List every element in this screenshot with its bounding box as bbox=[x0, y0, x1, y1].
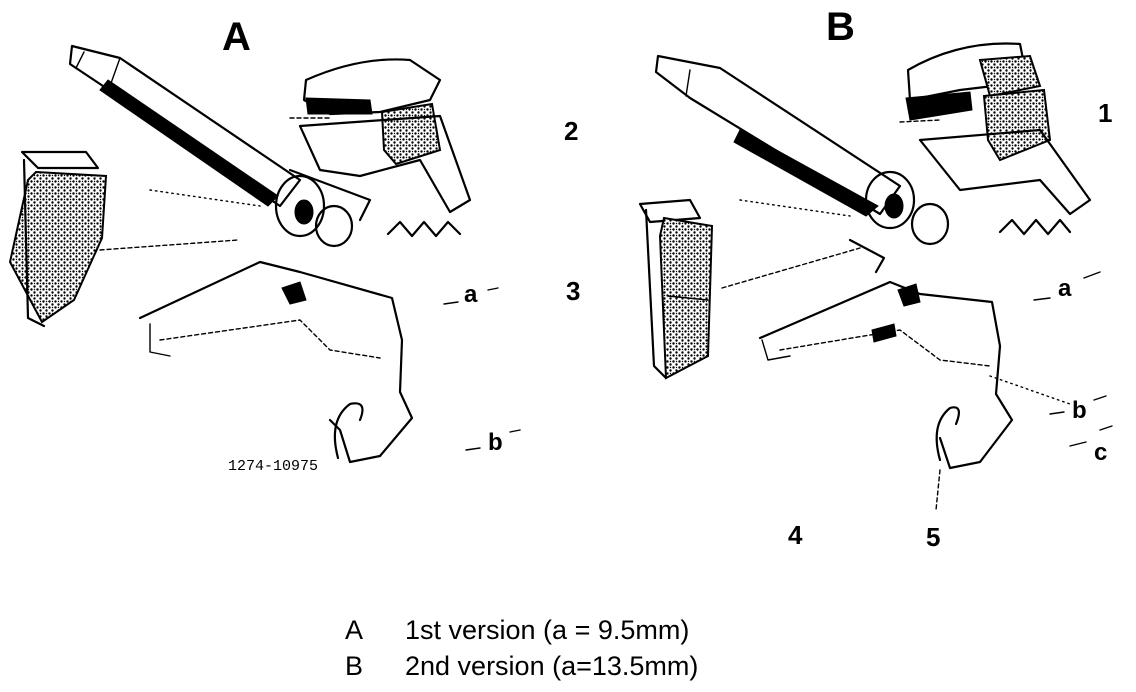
panel-a-caliper bbox=[289, 58, 472, 238]
panel-a-bracket bbox=[138, 260, 414, 464]
dimension-b-left-ticks bbox=[465, 429, 521, 451]
dimension-a-left: a bbox=[464, 281, 478, 308]
callout-3: 3 bbox=[566, 276, 580, 306]
panel-b-shaft bbox=[654, 54, 902, 217]
legend-text-a: 1st version (a = 9.5mm) bbox=[405, 615, 690, 645]
callout-2: 2 bbox=[564, 116, 578, 146]
dimension-a-right: a bbox=[1058, 275, 1072, 302]
panel-b-bracket bbox=[758, 280, 1014, 511]
panel-b-caliper bbox=[899, 42, 1092, 236]
panel-a-shaft bbox=[68, 44, 302, 208]
panel-a-drawing: A bbox=[8, 15, 580, 475]
panel-b-leader-top bbox=[739, 199, 851, 217]
dimension-a-left-ticks bbox=[443, 287, 499, 305]
panel-a-brake-pad bbox=[8, 150, 108, 328]
legend-row-a: A 1st version (a = 9.5mm) bbox=[345, 612, 698, 648]
legend-key-a: A bbox=[345, 615, 364, 645]
panel-a-retaining-pin bbox=[274, 168, 372, 248]
legend-row-b: B 2nd version (a=13.5mm) bbox=[345, 648, 698, 684]
figure-legend: A 1st version (a = 9.5mm) B 2nd version … bbox=[345, 612, 698, 684]
dimension-b-left: b bbox=[488, 429, 503, 456]
callout-4: 4 bbox=[788, 520, 803, 550]
part-number: 1274-10975 bbox=[228, 458, 318, 475]
panel-a-leader-pad bbox=[99, 239, 239, 251]
dimension-c-right: c bbox=[1094, 439, 1107, 466]
panel-b-leader-pad bbox=[721, 247, 861, 289]
panel-b-label: B bbox=[826, 5, 855, 49]
panel-b-drawing: B bbox=[638, 5, 1113, 552]
panel-b-brake-pad bbox=[638, 198, 714, 380]
panel-a-label: A bbox=[222, 15, 251, 59]
dimension-a-right-ticks bbox=[1033, 271, 1101, 301]
callout-1: 1 bbox=[1098, 98, 1112, 128]
dimension-b-right-ticks bbox=[1049, 395, 1107, 415]
dimension-b-right: b bbox=[1072, 397, 1087, 424]
legend-text-b: 2nd version (a=13.5mm) bbox=[405, 651, 699, 681]
legend-key-b: B bbox=[345, 651, 364, 681]
panel-b-retaining-pin bbox=[848, 170, 950, 274]
callout-5: 5 bbox=[926, 522, 940, 552]
panel-b-leader-b bbox=[989, 375, 1071, 405]
panel-a-leader-top bbox=[149, 189, 261, 207]
dimension-c-right-ticks bbox=[1069, 425, 1113, 447]
